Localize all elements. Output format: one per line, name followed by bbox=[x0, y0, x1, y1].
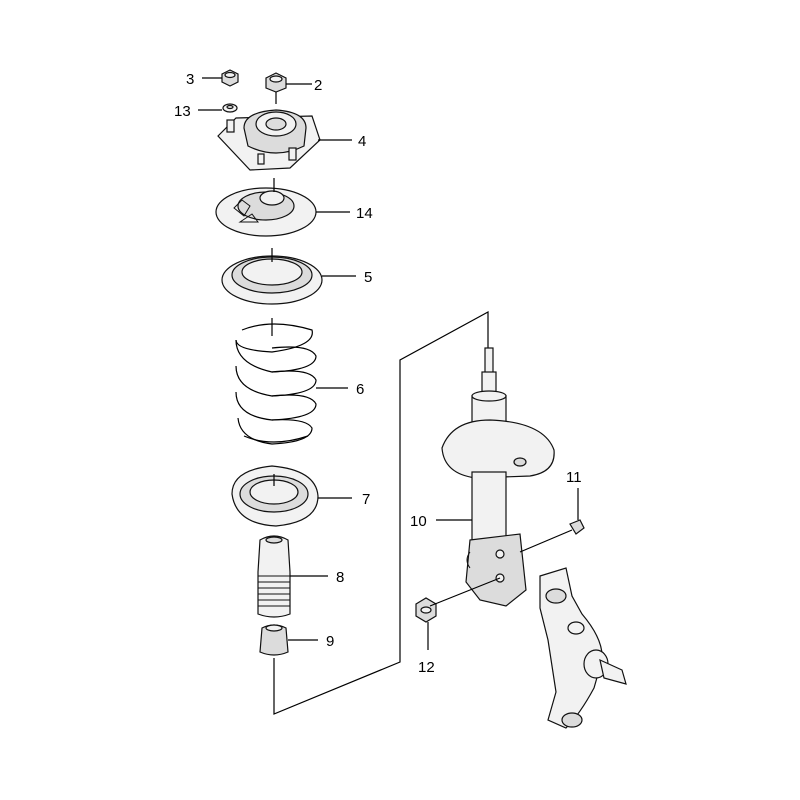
assembly-connector-line bbox=[273, 310, 489, 715]
callout-13: 13 bbox=[174, 103, 191, 120]
part-8-dust-boot bbox=[257, 535, 291, 618]
steering-knuckle bbox=[539, 567, 627, 729]
part-10-strut bbox=[441, 347, 555, 607]
part-11-bolt bbox=[519, 488, 585, 553]
part-14-bearing-plate bbox=[215, 178, 317, 237]
part-13-washer bbox=[222, 103, 238, 113]
part-4-strut-mount bbox=[217, 109, 321, 171]
callout-12: 12 bbox=[418, 659, 435, 676]
callout-11: 11 bbox=[566, 469, 582, 486]
callout-2: 2 bbox=[314, 77, 322, 94]
callout-14: 14 bbox=[356, 205, 373, 222]
callout-9: 9 bbox=[326, 633, 334, 650]
part-3-nut bbox=[221, 69, 239, 87]
part-2-top-nut bbox=[265, 72, 287, 104]
callout-4: 4 bbox=[358, 133, 366, 150]
part-9-bump-stop bbox=[259, 624, 289, 656]
callout-8: 8 bbox=[336, 569, 344, 586]
callout-10: 10 bbox=[410, 513, 427, 530]
part-6-coil-spring bbox=[235, 318, 317, 445]
leader-lines bbox=[198, 77, 472, 641]
part-12-nut bbox=[415, 577, 501, 650]
part-7-lower-insulator bbox=[231, 465, 319, 527]
callout-6: 6 bbox=[356, 381, 364, 398]
part-5-spring-seat bbox=[221, 248, 323, 305]
callout-5: 5 bbox=[364, 269, 372, 286]
callout-3: 3 bbox=[186, 71, 194, 88]
callout-7: 7 bbox=[362, 491, 370, 508]
